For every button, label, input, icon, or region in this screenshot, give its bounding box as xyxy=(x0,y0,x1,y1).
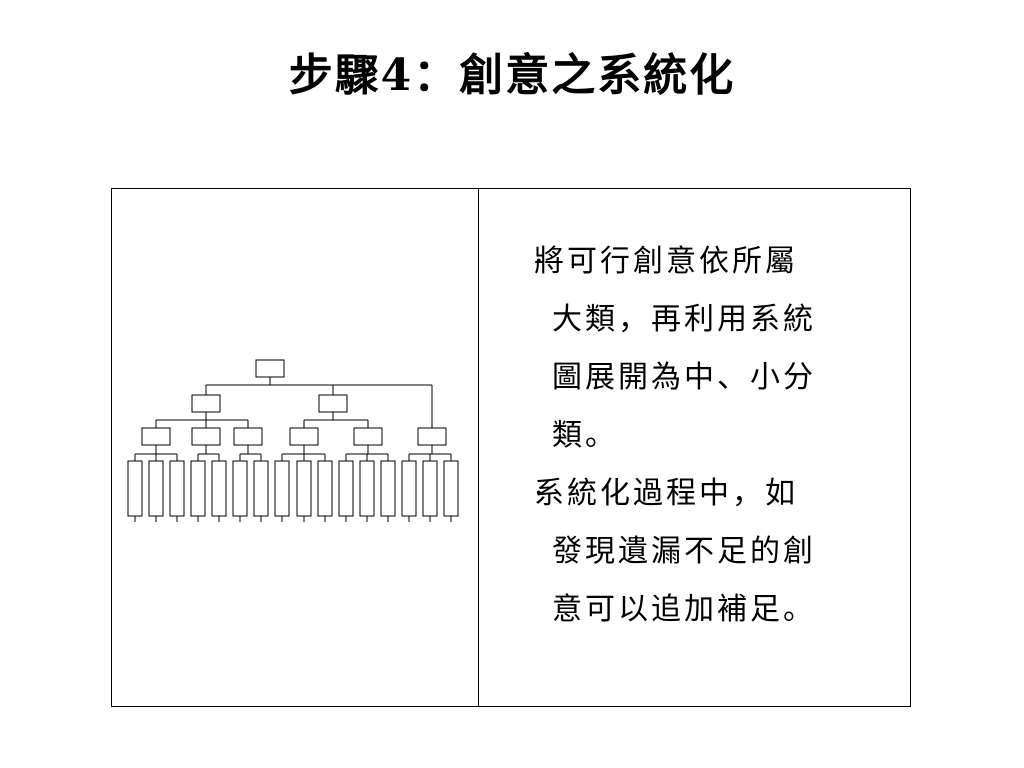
tree-node-level4 xyxy=(169,460,185,517)
bullet-line: 將可行創意依所屬 xyxy=(534,244,798,279)
tree-node-level4 xyxy=(148,460,164,517)
bullet-line: 系統化過程中，如 xyxy=(534,476,798,511)
tree-node-level3 xyxy=(353,427,383,446)
content-frame: · 將可行創意依所屬 大類，再利用系統 圖展開為中、小分 類。 · 系統化過程中… xyxy=(111,188,911,707)
bullet-list: · 將可行創意依所屬 大類，再利用系統 圖展開為中、小分 類。 · 系統化過程中… xyxy=(512,233,892,639)
tree-node-level4 xyxy=(127,460,143,517)
bullet-line: 發現遺漏不足的創 xyxy=(552,534,816,569)
tree-node-level4 xyxy=(274,460,290,517)
bullet-mark: · xyxy=(534,476,547,511)
tree-node-level3 xyxy=(289,427,319,446)
tree-node-level4 xyxy=(380,460,396,517)
tree-node-level2 xyxy=(318,394,348,413)
slide-title: 步驟4：創意之系統化 xyxy=(288,50,736,101)
tree-node-level4 xyxy=(211,460,227,517)
tree-node-level4 xyxy=(359,460,375,517)
tree-node-level3 xyxy=(417,427,447,446)
tree-node-level4 xyxy=(190,460,206,517)
tree-nodes xyxy=(127,359,459,517)
bullet-line: 圖展開為中、小分 xyxy=(552,360,816,395)
bullet-mark: · xyxy=(534,244,547,279)
tree-node-level4 xyxy=(338,460,354,517)
bullet-line: 大類，再利用系統 xyxy=(552,302,816,337)
tree-node-level4 xyxy=(296,460,312,517)
tree-node-level3 xyxy=(141,427,171,446)
tree-node-level2 xyxy=(191,394,221,413)
tree-node-root xyxy=(255,359,285,378)
bullet-item-1: · 將可行創意依所屬 大類，再利用系統 圖展開為中、小分 類。 xyxy=(512,233,892,465)
tree-node-level4 xyxy=(443,460,459,517)
bullet-line: 類。 xyxy=(552,418,618,453)
tree-node-level3 xyxy=(191,427,221,446)
column-divider xyxy=(478,189,479,706)
tree-node-level4 xyxy=(422,460,438,517)
tree-node-level4 xyxy=(232,460,248,517)
tree-node-level4 xyxy=(401,460,417,517)
bullet-line: 意可以追加補足。 xyxy=(552,592,816,627)
tree-node-level4 xyxy=(253,460,269,517)
bullet-item-2: · 系統化過程中，如 發現遺漏不足的創 意可以追加補足。 xyxy=(512,465,892,639)
tree-node-level4 xyxy=(317,460,333,517)
tree-node-level3 xyxy=(233,427,263,446)
system-tree-diagram xyxy=(127,359,459,522)
tree-connectors xyxy=(134,377,452,522)
